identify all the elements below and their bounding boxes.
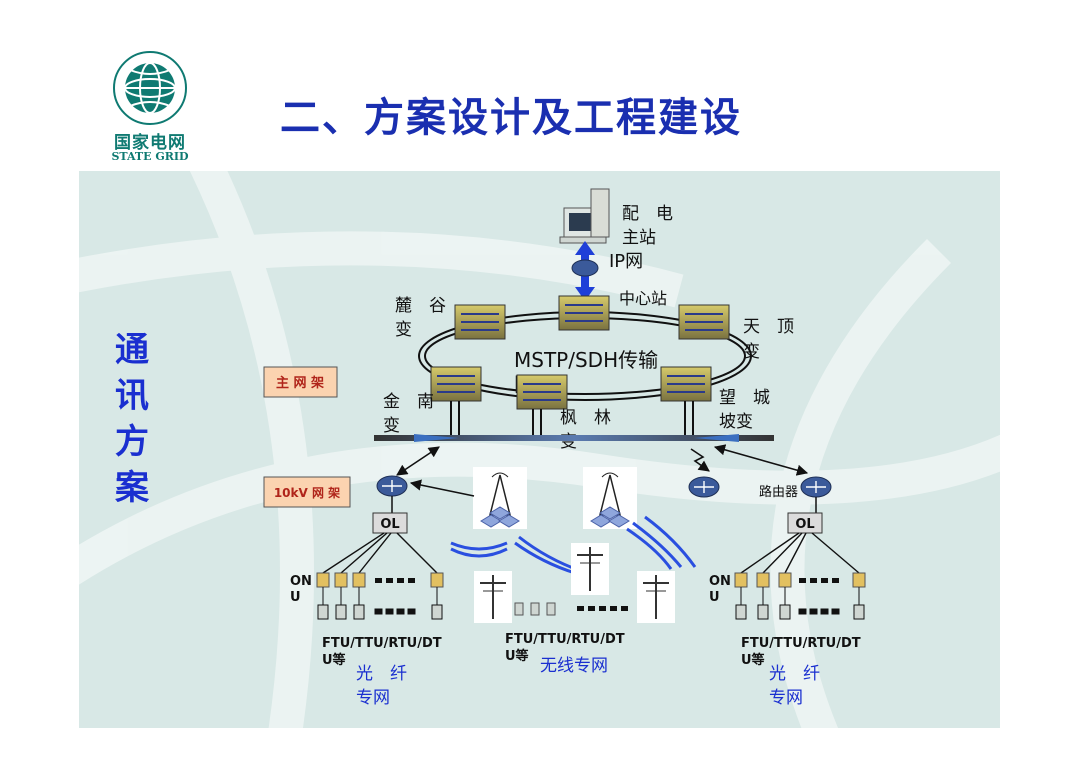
left-network-label-1: 光 纤 <box>356 664 407 684</box>
pole-terminal-1-icon <box>571 543 609 595</box>
right-terminals-label-1: FTU/TTU/RTU/DT <box>741 636 861 651</box>
side-label-4: 案 <box>115 468 150 508</box>
legend-10kv-frame-label: 10kV 网 架 <box>274 485 340 500</box>
router-right-icon <box>800 476 832 498</box>
switch-fenglin-icon <box>516 374 568 410</box>
fanout-lines-right <box>740 532 860 574</box>
side-label-1: 通 <box>115 330 149 370</box>
jinnan-label-1: 金 南 <box>383 392 434 412</box>
link-bus-left-router <box>396 446 440 476</box>
master-station-label-2: 主站 <box>622 228 656 248</box>
olt-right-label: OL <box>795 517 814 532</box>
link-bus-mid-router <box>690 448 710 472</box>
luguo-label-2: 变 <box>395 320 412 340</box>
radio-waves-right-icon <box>626 515 697 570</box>
pole-terminal-3-icon <box>637 571 675 623</box>
right-network-label-2: 专网 <box>769 688 803 708</box>
bus-arrow-right <box>694 434 739 442</box>
onu-left-label-1: ON <box>290 574 312 589</box>
onu-row-left-icon <box>316 572 444 588</box>
fanout-lines-left <box>322 532 438 574</box>
ip-router-icon <box>571 259 599 277</box>
onu-right-label-2: U <box>709 590 720 605</box>
wireless-base-station-left-icon <box>473 467 527 529</box>
logo-text-en: STATE GRID <box>111 150 189 163</box>
center-station-label: 中心站 <box>619 289 667 308</box>
state-grid-logo: 国家电网 STATE GRID <box>100 48 200 168</box>
link-wireless-left-router <box>409 479 475 497</box>
onu-right-label-1: ON <box>709 574 731 589</box>
tianding-label-1: 天 顶 <box>743 317 794 337</box>
left-terminals-label-1: FTU/TTU/RTU/DT <box>322 636 442 651</box>
legend-10kv-frame-box <box>263 476 351 508</box>
switch-center-icon <box>558 295 610 331</box>
wireless-base-station-right-icon <box>583 467 637 529</box>
router-label: 路由器 <box>759 484 798 500</box>
terminal-row-left-icon <box>317 587 443 620</box>
switch-wangcheng-icon <box>660 366 712 402</box>
olt-left-box <box>372 512 408 534</box>
bus-drop-lines <box>450 401 694 437</box>
ip-network-label: IP网 <box>609 251 643 272</box>
left-terminals-label-2: U等 <box>322 652 346 668</box>
luguo-label-1: 麓 谷 <box>395 296 446 316</box>
legend-main-frame-label: 主 网 架 <box>276 375 324 391</box>
page-title: 二、方案设计及工程建设 <box>280 95 742 141</box>
olt-left-label: OL <box>380 517 399 532</box>
mid-network-label: 无线专网 <box>540 656 608 676</box>
tianding-label-2: 变 <box>743 342 760 362</box>
wireless-terminals-icon <box>514 602 628 616</box>
onu-row-right-icon <box>734 572 866 588</box>
jinnan-label-2: 变 <box>383 416 400 436</box>
legend-main-frame-box <box>263 366 338 398</box>
switch-tianding-icon <box>678 304 730 340</box>
side-label-3: 方 <box>115 422 149 462</box>
logo-text-cn: 国家电网 <box>114 133 186 153</box>
mid-terminals-label-1: FTU/TTU/RTU/DT <box>505 632 625 647</box>
mid-terminals-label-2: U等 <box>505 648 529 664</box>
terminal-row-right-icon <box>735 587 865 620</box>
onu-left-label-2: U <box>290 590 301 605</box>
right-terminals-label-2: U等 <box>741 652 765 668</box>
wangcheng-label-1: 望 城 <box>719 388 770 408</box>
right-network-label-1: 光 纤 <box>769 664 820 684</box>
link-bus-right-router <box>713 444 809 476</box>
mstp-ring-label: MSTP/SDH传输 <box>514 348 658 372</box>
globe-icon <box>113 51 187 125</box>
fenglin-label-1: 枫 林 <box>560 408 611 428</box>
master-station-computer-icon <box>559 188 610 244</box>
router-left-icon <box>376 475 408 497</box>
network-diagram: 通 讯 方 案 主 网 架 10kV 网 架 配 电 主站 IP网 中心站 MS… <box>79 171 1000 728</box>
pole-terminal-2-icon <box>474 571 512 623</box>
router-mid-icon <box>688 476 720 498</box>
side-label-2: 讯 <box>115 376 149 416</box>
master-station-label-1: 配 电 <box>622 204 673 224</box>
switch-luguo-icon <box>454 304 506 340</box>
olt-right-box <box>787 512 823 534</box>
left-network-label-2: 专网 <box>356 688 390 708</box>
wangcheng-label-2: 坡变 <box>719 412 753 432</box>
main-bus-bar <box>374 435 774 441</box>
switch-jinnan-icon <box>430 366 482 402</box>
bus-arrow-left <box>414 434 459 442</box>
